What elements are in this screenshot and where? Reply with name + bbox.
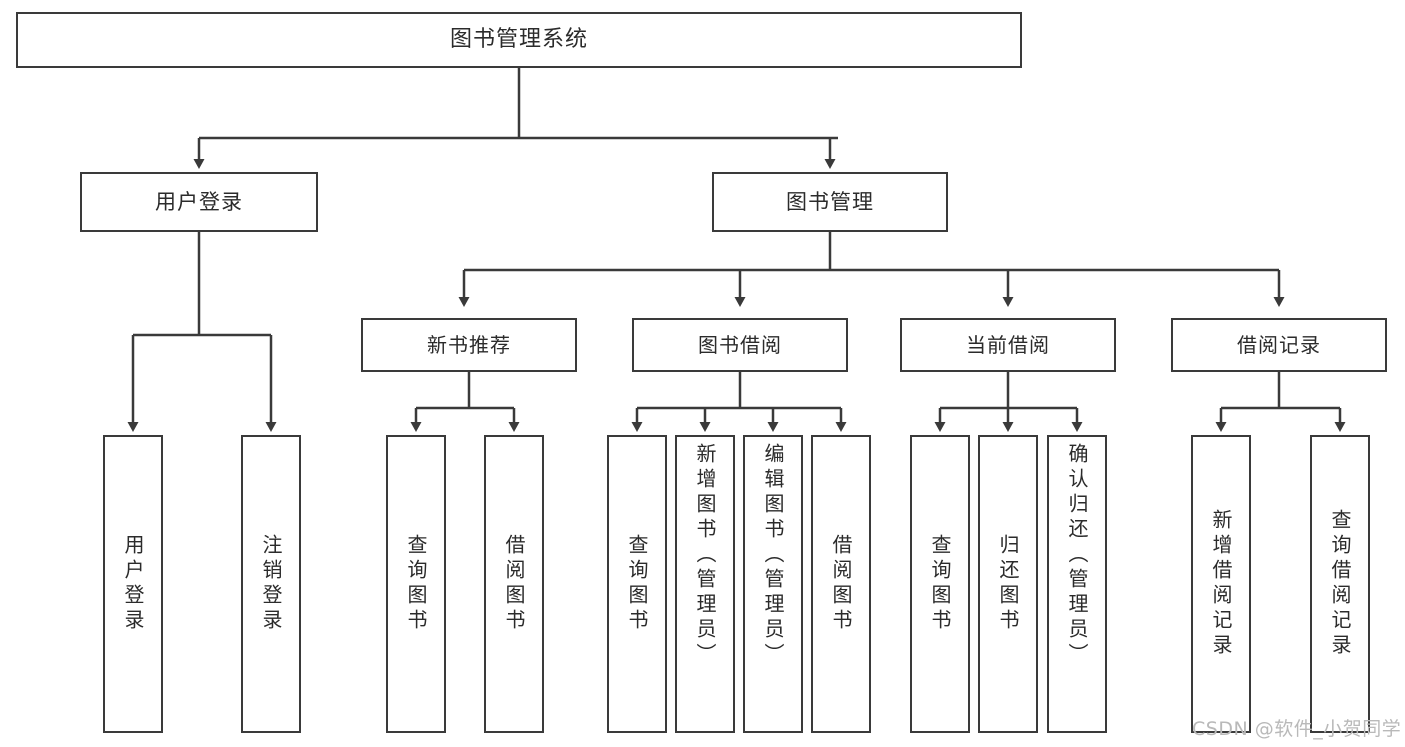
- node-current-borrow[interactable]: 当前借阅: [900, 318, 1116, 372]
- node-label: 新增借阅记录: [1209, 509, 1233, 659]
- leaf-query-book-current[interactable]: 查询图书: [910, 435, 970, 733]
- leaf-add-borrow-record[interactable]: 新增借阅记录: [1191, 435, 1251, 733]
- node-label: 当前借阅: [966, 332, 1050, 357]
- node-book-borrow[interactable]: 图书借阅: [632, 318, 848, 372]
- node-borrow-record[interactable]: 借阅记录: [1171, 318, 1387, 372]
- node-label: 查询图书: [928, 534, 952, 634]
- node-new-book-recommend[interactable]: 新书推荐: [361, 318, 577, 372]
- leaf-query-borrow-record[interactable]: 查询借阅记录: [1310, 435, 1370, 733]
- leaf-user-logout[interactable]: 注销登录: [241, 435, 301, 733]
- node-label: 查询借阅记录: [1328, 509, 1352, 659]
- leaf-query-book-recommend[interactable]: 查询图书: [386, 435, 446, 733]
- node-label: 借阅记录: [1237, 332, 1321, 357]
- node-label: 查询图书: [625, 534, 649, 634]
- node-user-login[interactable]: 用户登录: [80, 172, 318, 232]
- node-label: 归还图书: [996, 534, 1020, 634]
- leaf-edit-book-admin[interactable]: 编辑图书（管理员）: [743, 435, 803, 733]
- node-label: 新书推荐: [427, 332, 511, 357]
- node-label: 注销登录: [259, 534, 283, 634]
- leaf-confirm-return-admin[interactable]: 确认归还（管理员）: [1047, 435, 1107, 733]
- leaf-return-book[interactable]: 归还图书: [978, 435, 1038, 733]
- leaf-borrow-book[interactable]: 借阅图书: [811, 435, 871, 733]
- node-label: 确认归还（管理员）: [1065, 443, 1089, 668]
- node-label: 新增图书（管理员）: [693, 443, 717, 668]
- node-label: 用户登录: [155, 189, 243, 214]
- node-label: 借阅图书: [829, 534, 853, 634]
- node-label: 图书管理: [786, 189, 874, 214]
- node-label: 编辑图书（管理员）: [761, 443, 785, 668]
- node-label: 图书借阅: [698, 332, 782, 357]
- node-label: 图书管理系统: [449, 27, 588, 53]
- node-root-system[interactable]: 图书管理系统: [16, 12, 1022, 68]
- leaf-user-login[interactable]: 用户登录: [103, 435, 163, 733]
- node-label: 借阅图书: [502, 534, 526, 634]
- leaf-borrow-book-recommend[interactable]: 借阅图书: [484, 435, 544, 733]
- node-label: 查询图书: [404, 534, 428, 634]
- watermark-text: CSDN @软件_小贺同学: [1192, 718, 1402, 740]
- leaf-query-book-borrow[interactable]: 查询图书: [607, 435, 667, 733]
- leaf-add-book-admin[interactable]: 新增图书（管理员）: [675, 435, 735, 733]
- node-label: 用户登录: [121, 534, 145, 634]
- node-book-management[interactable]: 图书管理: [712, 172, 948, 232]
